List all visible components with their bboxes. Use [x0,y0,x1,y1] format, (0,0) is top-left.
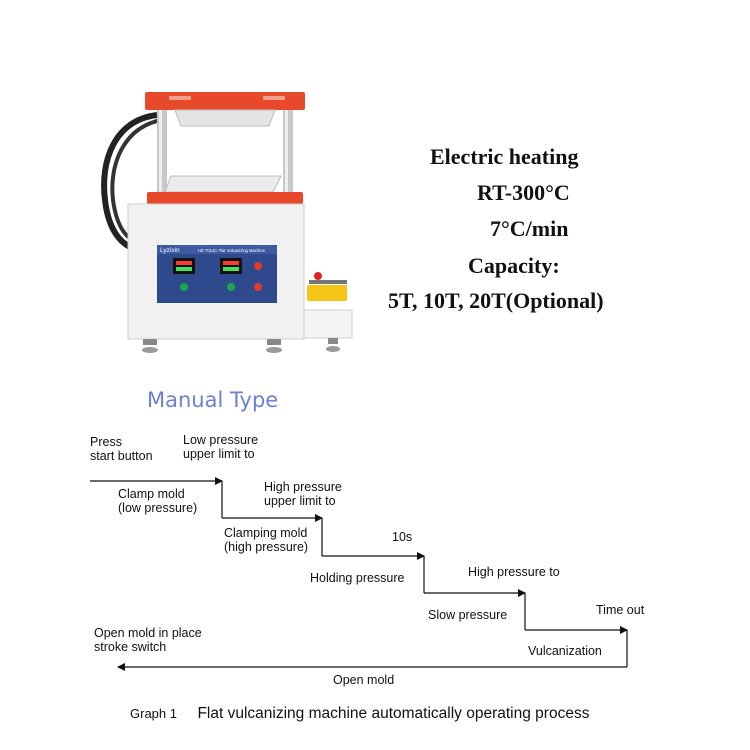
label-10s: 10s [392,530,413,544]
pump-base [303,309,353,339]
figure-caption: Graph 1 Flat vulcanizing machine automat… [130,705,589,723]
red-button [254,283,262,291]
label-clamp-mold-low: Clamp mold(low pressure) [118,487,198,515]
upper-platen [174,109,276,127]
panel-brand: Lyzixin [160,247,180,254]
bottom-plate [147,192,303,204]
caption-text: Flat vulcanizing machine automatically o… [197,705,590,722]
panel-model: HZ-7014C Flat Vulcanizing Machine [198,248,266,253]
hand-pump [307,285,347,301]
foot-pump [326,346,340,352]
temp-display-right [220,258,242,274]
red-indicator [254,262,262,270]
label-holding-pressure: Holding pressure [310,571,405,585]
label-vulcanization: Vulcanization [528,644,602,658]
green-button-left [180,283,188,291]
vulcanizing-machine-image: Lyzixin HZ-7014C Flat Vulcanizing Machin… [101,92,353,353]
spec-temperature-range: RT-300°C [477,180,570,205]
spec-heating-rate: 7°C/min [490,216,569,241]
label-time-out: Time out [596,603,645,617]
foot-left [142,347,158,353]
label-open-mold: Open mold [333,673,395,687]
spec-capacity-values: 5T, 10T, 20T(Optional) [388,288,604,313]
caption-number: Graph 1 [130,706,177,721]
hydraulic-hose [101,112,158,253]
temp-display-left [173,258,195,274]
top-plate [145,92,305,110]
green-button-right [227,283,235,291]
spec-capacity-label: Capacity: [468,253,560,278]
label-high-pressure-to: High pressure to [468,565,560,579]
foot-right [266,347,282,353]
label-clamping-mold-high: Clamping mold(high pressure) [224,526,309,554]
label-slow-pressure: Slow pressure [428,608,508,622]
section-title: Manual Type [147,388,279,412]
spec-electric-heating: Electric heating [430,144,579,169]
lower-platen [164,175,282,193]
